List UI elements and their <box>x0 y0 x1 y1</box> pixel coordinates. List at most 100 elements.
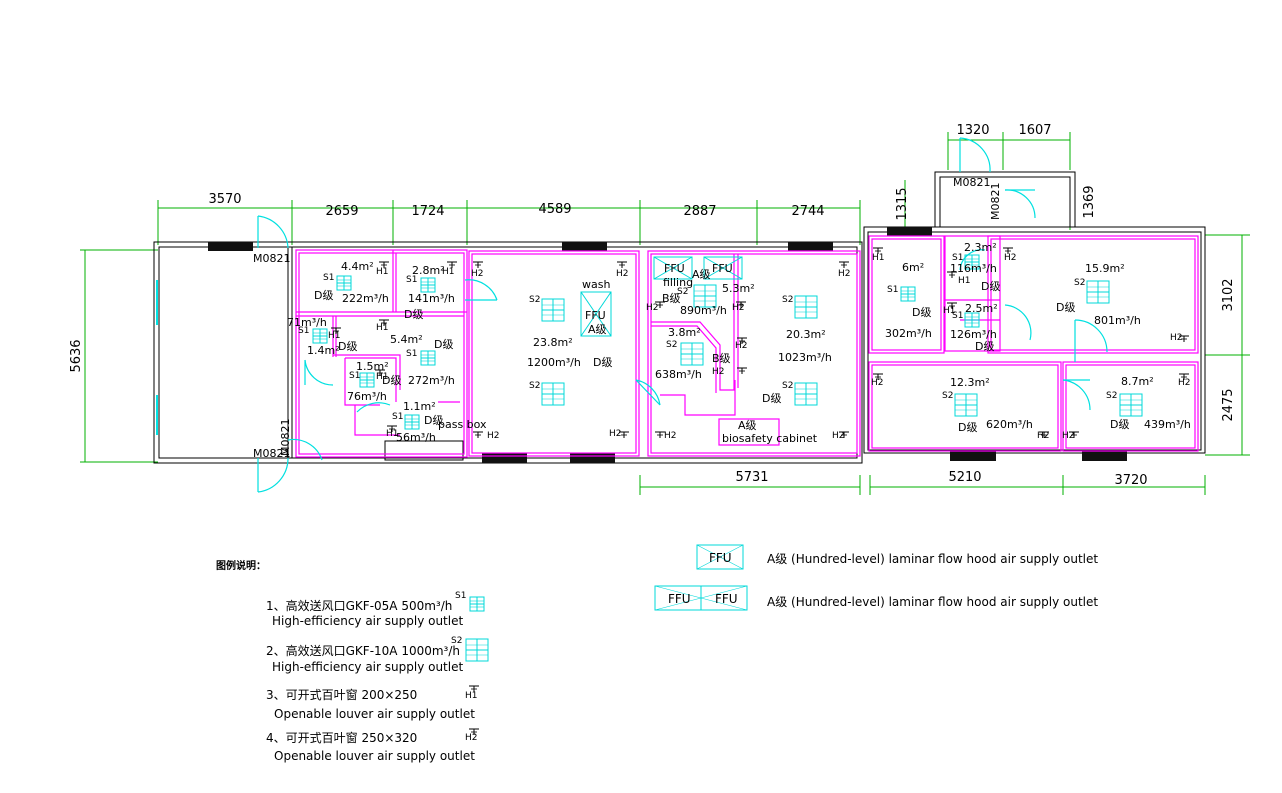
door-label: M0821 <box>953 176 991 189</box>
louver-tag: H2 <box>1170 333 1183 343</box>
louver-tag: H1 <box>376 323 389 333</box>
s2-outlets <box>541 280 1143 417</box>
legend-title: 图例说明： <box>216 561 266 572</box>
legend-item-3-en: Openable louver air supply outlet <box>274 707 475 721</box>
room-flow: 71m³/h <box>287 316 327 329</box>
outlet-tag: S2 <box>529 381 540 391</box>
louver-tag: H1 <box>376 372 389 382</box>
room-grade: D级 <box>404 308 423 321</box>
room-grade: D级 <box>314 289 333 302</box>
room-flow: 302m³/h <box>885 327 932 340</box>
room-area: 1.5m² <box>356 360 389 373</box>
louver-tag: H1 <box>943 306 956 316</box>
outlet-tag: S2 <box>782 381 793 391</box>
room-grade: D级 <box>762 392 781 405</box>
room-area: 3.8m² <box>668 326 701 339</box>
louver-tag: H2 <box>712 367 725 377</box>
room-area: 5.3m² <box>722 282 755 295</box>
legend-symbols <box>465 544 748 736</box>
room-grade: D级 <box>593 356 612 369</box>
room-flow: 126m³/h <box>950 328 997 341</box>
legend-ffu-tag: FFU <box>668 592 691 606</box>
a-grade-label: A级 <box>692 268 711 281</box>
room-grade: B级 <box>712 352 731 365</box>
dim-top-6: 1315 <box>895 187 910 220</box>
room-area: 2.5m² <box>965 302 998 315</box>
outlet-tag: S1 <box>887 285 898 295</box>
louver-tag: H2 <box>664 431 677 441</box>
room-area: 20.3m² <box>786 328 826 341</box>
dim-top-1: 2659 <box>325 204 358 219</box>
doors <box>257 137 1108 493</box>
louver-tag: H2 <box>1004 253 1017 263</box>
dim-right-0: 3102 <box>1221 278 1236 311</box>
louvers <box>330 247 1190 439</box>
outlet-tag: S2 <box>1074 278 1085 288</box>
room-area: 2.3m² <box>964 241 997 254</box>
room-area: 15.9m² <box>1085 262 1125 275</box>
legend-item-2-en: High-efficiency air supply outlet <box>272 660 464 674</box>
legend-item-4-zh: 4、可开式百叶窗 250×320 <box>266 731 418 745</box>
louver-tag: H2 <box>1062 431 1075 441</box>
outlet-tag: S2 <box>529 295 540 305</box>
windows <box>208 227 1127 463</box>
legend-ffu-tag: FFU <box>709 551 732 565</box>
room-grade: B级 <box>662 292 681 305</box>
a-grade-label: A级 <box>738 419 757 432</box>
room-grades: D级 D级 D级 D级 D级 D级 D级 B级 B级 D级 D级 D级 D级 D… <box>314 280 1129 434</box>
outlet-tag: S2 <box>1106 391 1117 401</box>
room-flow: 1023m³/h <box>778 351 832 364</box>
biosafety-cabinet-label: biosafety cabinet <box>722 432 818 445</box>
dim-right-1: 2475 <box>1221 388 1236 421</box>
outlet-tag: S1 <box>349 371 360 381</box>
legend-item-3-zh: 3、可开式百叶窗 200×250 <box>266 688 418 702</box>
door-label: M0821 <box>253 447 291 460</box>
room-flow: 141m³/h <box>408 292 455 305</box>
louver-tag: H2 <box>487 431 500 441</box>
room-areas: 4.4m² 2.8m² 5.4m² 1.4m² 1.5m² 1.1m² 23.8… <box>307 241 1154 413</box>
dim-top-2: 1724 <box>411 204 444 219</box>
room-grade: D级 <box>382 374 401 387</box>
outlet-tag: S2 <box>782 295 793 305</box>
louver-tag: H2 <box>646 303 659 313</box>
ffu-label: FFU <box>664 262 685 275</box>
room-flow: 439m³/h <box>1144 418 1191 431</box>
louver-tag: H2 <box>1178 378 1191 388</box>
pass-box-label: pass box <box>438 418 487 431</box>
legend-symbol-tags: S1 S2 H1 H2 FFU FFU FFU <box>451 551 738 743</box>
louver-tag: H2 <box>609 429 622 439</box>
outlet-tag: S1 <box>392 412 403 422</box>
room-grade: D级 <box>338 340 357 353</box>
door-labels: M0821 M0821 M0821 M0821 M0821 <box>253 176 1002 460</box>
room-flow: 116m³/h <box>950 262 997 275</box>
room-flow: 272m³/h <box>408 374 455 387</box>
louver-tag: H1 <box>328 331 341 341</box>
louver-tag: H2 <box>838 269 851 279</box>
dim-top-7: 1320 <box>956 123 989 138</box>
door-label: M0821 <box>253 252 291 265</box>
ffu-label: FFU <box>585 309 606 322</box>
louver-tag: H2 <box>1037 431 1050 441</box>
legend-ffu-desc-2: A级 (Hundred-level) laminar flow hood air… <box>767 595 1099 609</box>
room-grade: D级 <box>975 340 994 353</box>
legend-symbol-tag: H2 <box>465 733 478 743</box>
room-grade: D级 <box>424 414 443 427</box>
dim-top-8: 1607 <box>1018 123 1051 138</box>
dim-bottom-1: 5210 <box>948 470 981 485</box>
door-label: M0821 <box>989 183 1002 221</box>
outlet-tag: S2 <box>666 340 677 350</box>
room-grade: D级 <box>981 280 1000 293</box>
louver-tag: H2 <box>732 303 745 313</box>
equipment-labels: wash FFU A级 FFU FFU A级 filling pass box … <box>438 262 818 445</box>
outlet-tag: S2 <box>942 391 953 401</box>
dimension-labels: 3570 2659 1724 4589 2887 2744 1315 1320 … <box>69 123 1236 488</box>
room-grade: D级 <box>434 338 453 351</box>
legend-item-1-en: High-efficiency air supply outlet <box>272 614 464 628</box>
louver-tag: H2 <box>871 378 884 388</box>
room-area: 1.4m² <box>307 344 340 357</box>
louver-tag: H1 <box>958 276 971 286</box>
dim-top-4: 2887 <box>683 204 716 219</box>
outlet-tag: S1 <box>298 326 309 336</box>
dim-top-0: 3570 <box>208 192 241 207</box>
